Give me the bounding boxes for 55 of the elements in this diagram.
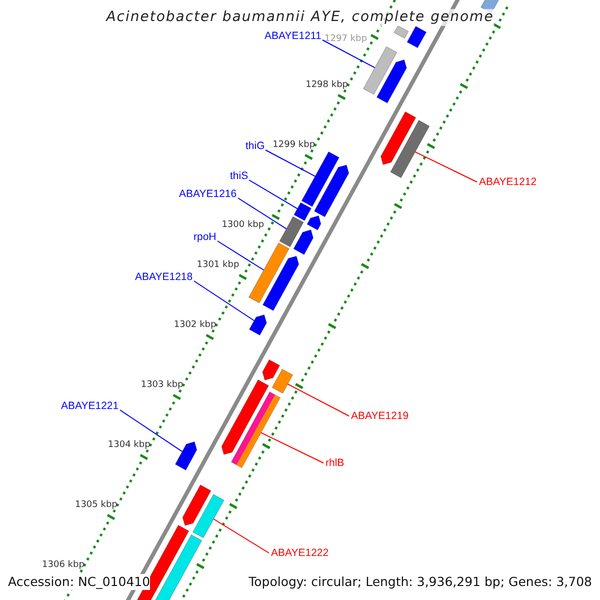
gene-feature [380, 111, 416, 165]
gene-label: thiS [230, 170, 248, 182]
gene-label: ABAYE1218 [135, 271, 193, 283]
leader-line [248, 180, 298, 210]
gene-feature [376, 59, 407, 104]
leader-line [238, 198, 287, 230]
gene-feature [301, 151, 340, 207]
gene-label: rhlB [326, 457, 344, 469]
gene-feature [221, 379, 269, 455]
gene-feature [230, 392, 281, 468]
gene-feature [262, 256, 300, 311]
gene-feature [272, 368, 294, 394]
gene-feature [293, 229, 314, 255]
scale-label: 1306 kbp [42, 560, 84, 570]
gene-feature [279, 216, 304, 248]
gene-label: ABAYE1216 [179, 188, 237, 200]
gene-label: thiG [246, 140, 265, 152]
gene-feature [390, 120, 430, 178]
gene-label: ABAYE1211 [264, 30, 322, 42]
gene-feature [306, 215, 322, 230]
leader-line [322, 40, 376, 68]
leader-line [287, 384, 350, 416]
title: Acinetobacter baumannii AYE, complete genome [106, 9, 494, 26]
genome-summary-text: Topology: circular; Length: 3,936,291 bp; Genes: 3,708 [248, 574, 592, 590]
scale-label: 1305 kbp [74, 500, 118, 510]
scale-label: 1302 kbp [174, 320, 216, 330]
leader-line [194, 280, 255, 322]
gene-label: ABAYE1222 [271, 547, 329, 559]
gene-label: ABAYE1221 [61, 400, 119, 412]
leader-line [217, 240, 264, 270]
leader-line [260, 432, 324, 464]
gene-feature [262, 359, 280, 380]
scale-label: 1304 kbp [108, 440, 150, 450]
scale-label: 1298 kbp [306, 80, 348, 90]
gene-label: rpoH [194, 231, 216, 243]
gene-feature [314, 164, 350, 218]
leader-line [265, 150, 316, 177]
leader-line [120, 410, 183, 452]
leader-line [213, 518, 270, 554]
gene-feature [248, 314, 267, 336]
gene-feature [192, 494, 224, 538]
gene-feature [362, 46, 398, 95]
scale-label: 1301 kbp [196, 260, 240, 270]
gene-label: ABAYE1219 [351, 410, 409, 422]
scale-label: 1299 kbp [272, 140, 316, 150]
gene-feature [248, 242, 290, 304]
scale-label: 1303 kbp [140, 380, 184, 390]
gene-feature [406, 26, 427, 48]
accession-text: Accession: NC_010410 [8, 574, 150, 590]
gene-label: ABAYE1212 [479, 176, 537, 188]
gene-feature [174, 441, 198, 470]
leader-line [414, 151, 478, 182]
gene-feature [182, 484, 212, 526]
scale-label: 1300 kbp [222, 220, 264, 230]
scale-label: 1297 kbp [324, 34, 367, 44]
